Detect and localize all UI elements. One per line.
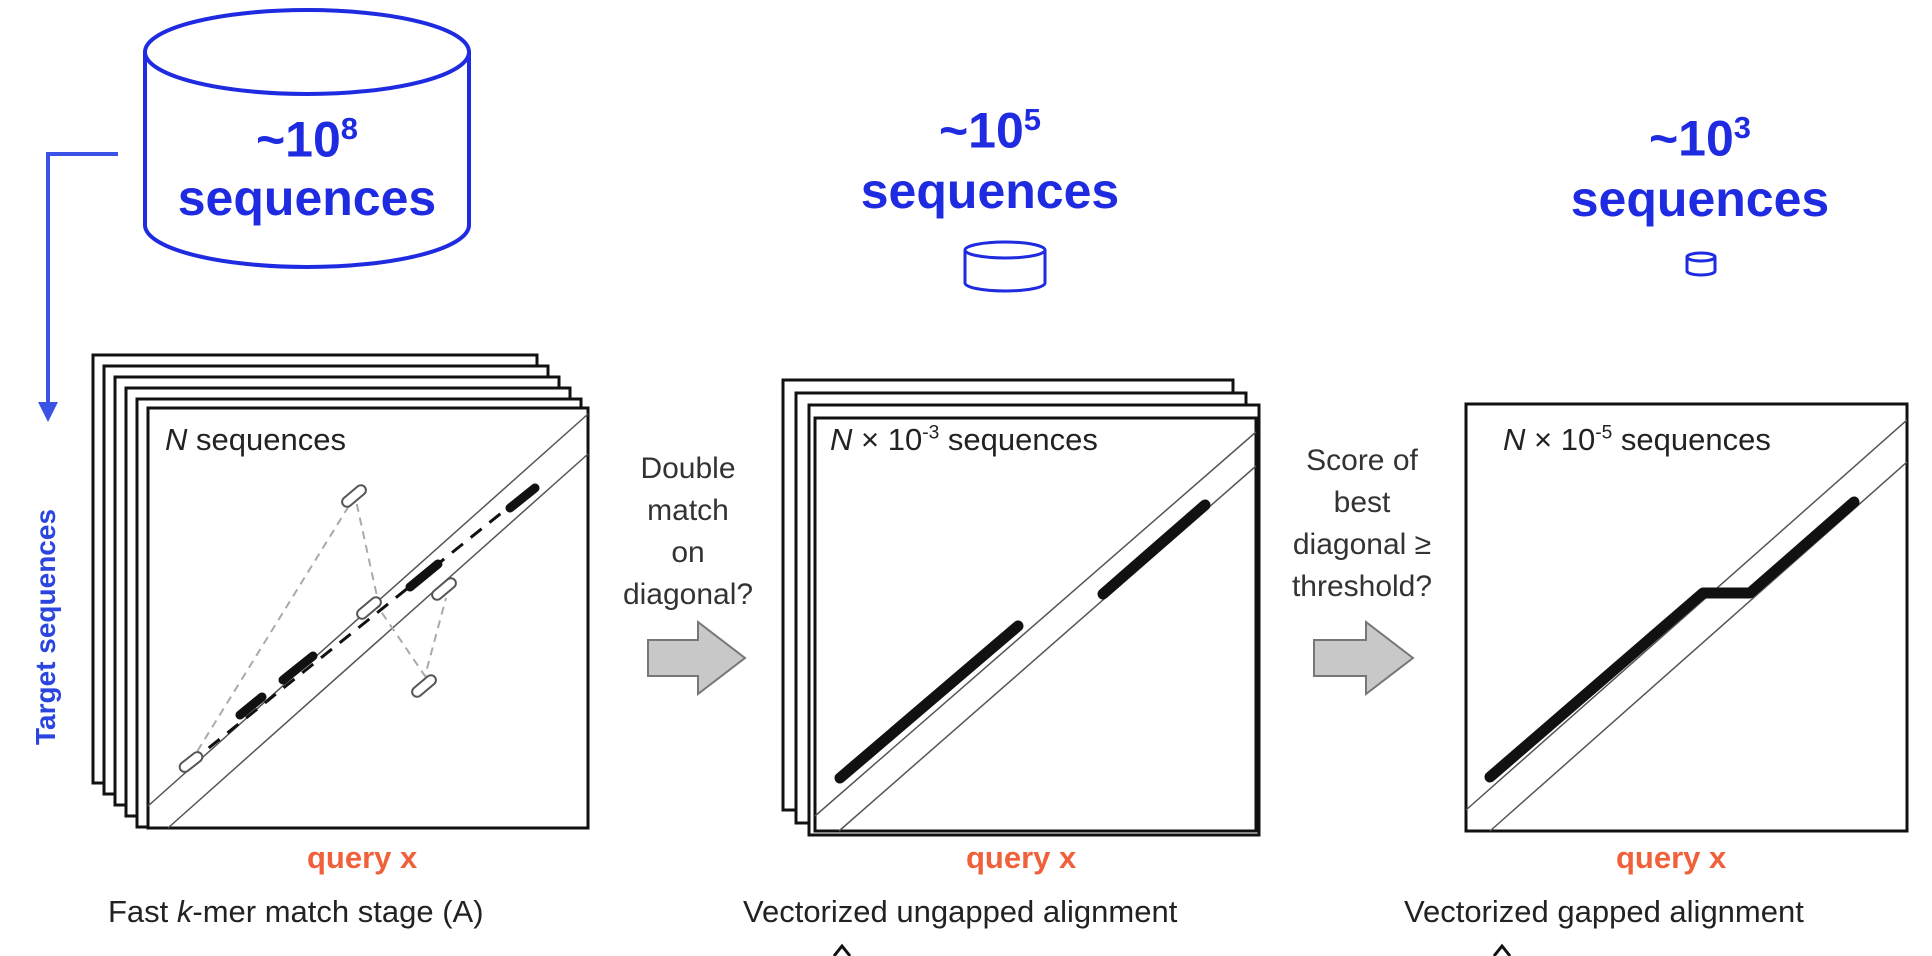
panel-3-caption: Vectorized gapped alignment [1404,894,1804,929]
panel-2-label: N × 10-3 sequences [830,422,1098,457]
flow-arrow-2 [1313,619,1415,697]
flow-arrow-1 [647,619,747,697]
panel-1-label: N sequences [165,422,346,457]
target-sequences-label: Target sequences [30,508,61,745]
panel-1-query-label: query x [307,840,418,875]
question-double-match: Double match on diagonal? [622,452,754,611]
db-count-medium: ~105 sequences [840,90,1140,221]
panel-2-stack [781,378,1261,837]
panel-3-label: N × 10-5 sequences [1503,422,1771,457]
panel-1-caption: Fast k-mer match stage (A) [108,894,484,929]
target-sequences-arrow [38,152,118,422]
panel-2-query-label: query x [966,840,1077,875]
panel-2-ungapped-segments [834,499,1211,784]
panel-3-frame [1464,402,1909,833]
bottom-arrow-tips [832,943,1512,956]
database-cylinder-small [1685,251,1717,277]
db-count-large: ~108 sequences [175,100,439,227]
database-cylinder-medium [963,240,1047,293]
db-count-small: ~103 sequences [1545,98,1855,229]
database-cylinder-large [143,8,471,269]
db-unit-medium: sequences [860,162,1120,219]
panel-3-query-label: query x [1616,840,1727,875]
db-unit-large: sequences [177,169,437,226]
panel-1-kmer-matches [178,483,540,773]
db-unit-small: sequences [1570,170,1830,227]
panel-3-gapped-alignment [1484,496,1860,783]
question-score-threshold: Score of best diagonal ≥ threshold? [1291,444,1433,603]
panel-2-caption: Vectorized ungapped alignment [743,894,1178,929]
